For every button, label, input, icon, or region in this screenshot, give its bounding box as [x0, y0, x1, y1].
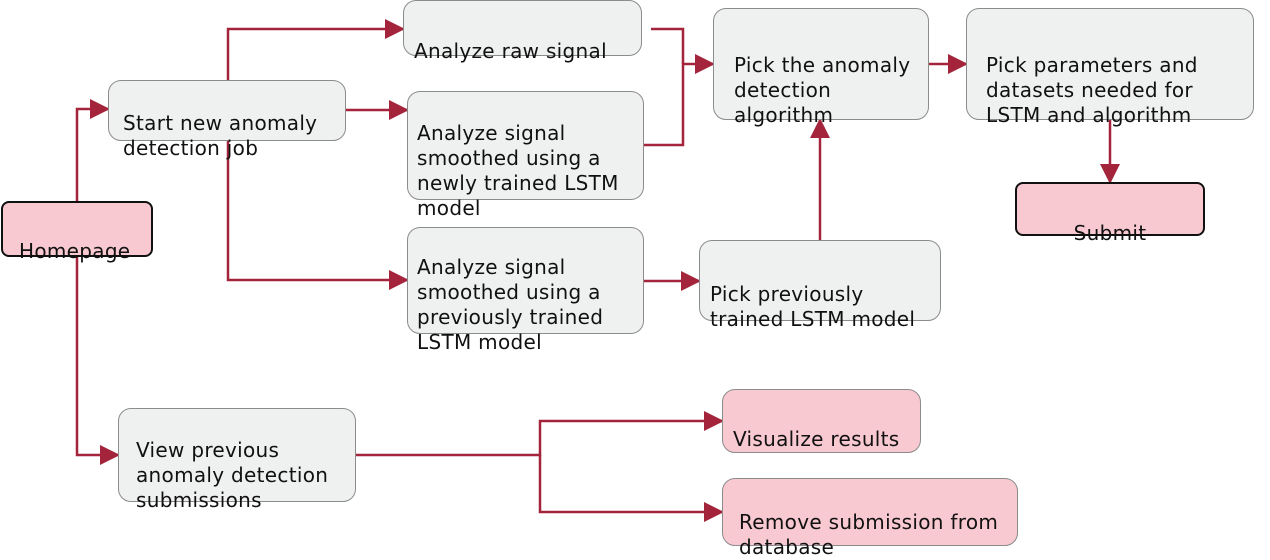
node-analyze-previously-trained-lstm-label: Analyze signal smoothed using a previous…: [417, 255, 604, 354]
node-visualize-results: Visualize results: [722, 389, 921, 453]
node-pick-parameters: Pick parameters and datasets needed for …: [966, 8, 1254, 127]
node-pick-previous-model: Pick previously trained LSTM model: [699, 240, 941, 331]
node-analyze-raw-signal: Analyze raw signal: [403, 0, 642, 63]
node-pick-algorithm: Pick the anomaly detection algorithm: [713, 8, 929, 127]
node-view-previous-submissions-label: View previous anomaly detection submissi…: [136, 438, 329, 512]
node-homepage-label: Homepage: [19, 239, 131, 263]
node-visualize-results-label: Visualize results: [733, 427, 900, 451]
edge-start-job-to-raw-signal: [226, 19, 405, 80]
edge-view-previous-to-visualize: [356, 411, 724, 457]
node-pick-algorithm-label: Pick the anomaly detection algorithm: [734, 53, 911, 127]
node-remove-submission-label: Remove submission from database: [739, 510, 999, 559]
edge-new-lstm-to-algorithm: [644, 54, 715, 147]
flowchart-connectors: [75, 19, 1120, 522]
node-analyze-newly-trained-lstm-label: Analyze signal smoothed using a newly tr…: [417, 121, 619, 220]
node-start-new-job-label: Start new anomaly detection job: [123, 111, 318, 160]
edge-homepage-to-view-previous: [75, 257, 120, 465]
node-analyze-raw-signal-label: Analyze raw signal: [414, 39, 607, 63]
node-remove-submission: Remove submission from database: [722, 478, 1018, 559]
node-start-new-job: Start new anomaly detection job: [108, 80, 346, 160]
node-pick-previous-model-label: Pick previously trained LSTM model: [710, 282, 916, 331]
edge-start-job-to-previous-lstm: [226, 140, 409, 290]
node-analyze-previously-trained-lstm: Analyze signal smoothed using a previous…: [407, 227, 644, 354]
edge-homepage-to-start-job: [75, 99, 110, 201]
node-analyze-newly-trained-lstm: Analyze signal smoothed using a newly tr…: [407, 91, 644, 220]
node-homepage: Homepage: [1, 201, 153, 263]
edge-view-previous-to-remove: [538, 455, 724, 522]
node-pick-parameters-label: Pick parameters and datasets needed for …: [986, 53, 1198, 127]
edge-raw-signal-to-algorithm: [651, 27, 685, 64]
node-submit: Submit: [1015, 182, 1205, 245]
node-submit-label: Submit: [1073, 221, 1147, 245]
node-view-previous-submissions: View previous anomaly detection submissi…: [118, 408, 356, 512]
